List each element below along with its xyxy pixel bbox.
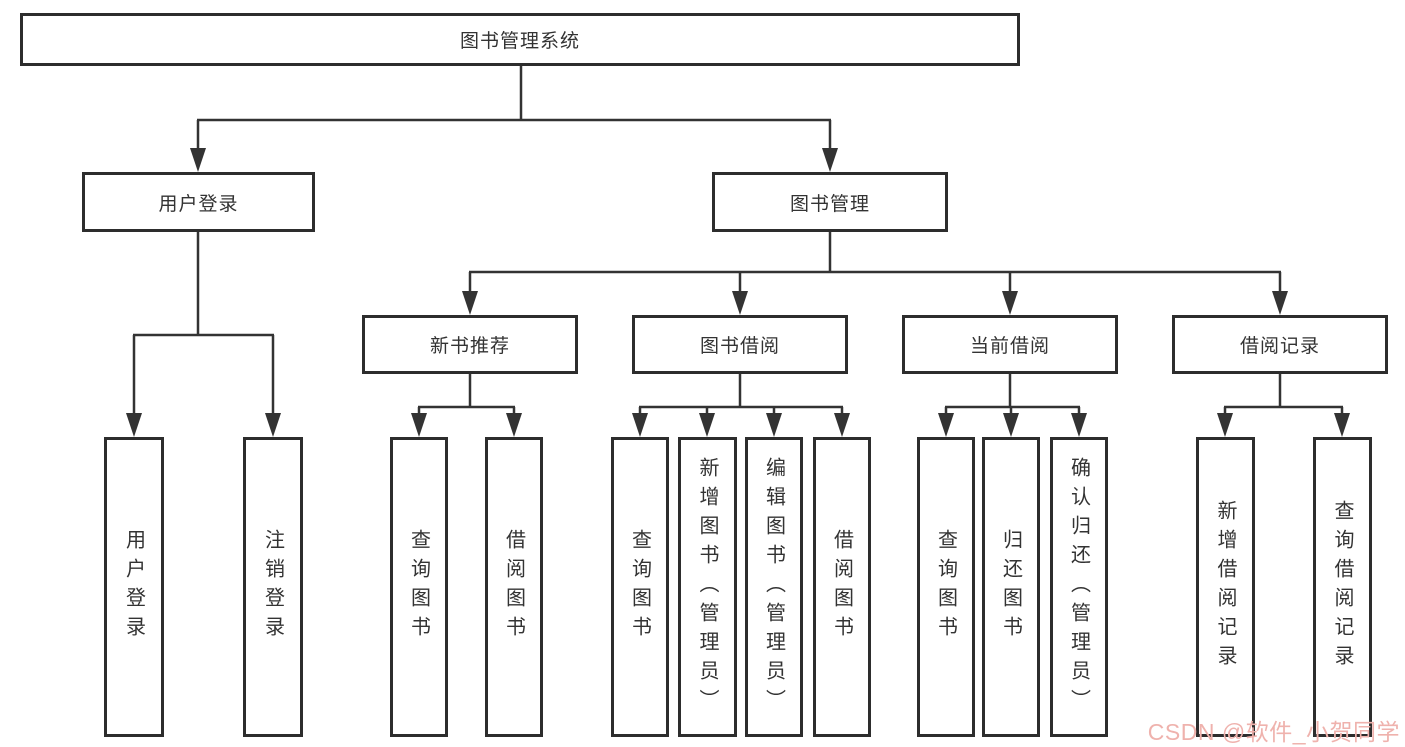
leaf-logout: 注销登录 (243, 437, 303, 737)
leaf-query-books-current: 查询图书 (917, 437, 975, 737)
branch-new-book-recommend: 新书推荐 (362, 315, 578, 374)
branch-current-borrow: 当前借阅 (902, 315, 1118, 374)
node-label: 查询图书 (628, 529, 651, 645)
node-label: 新增借阅记录 (1214, 500, 1236, 674)
connector-book-borrow-to-leaves (632, 374, 850, 437)
node-label: 新书推荐 (429, 336, 510, 357)
leaf-query-borrow-record: 查询借阅记录 (1313, 437, 1372, 737)
branch-book-borrow: 图书借阅 (632, 315, 848, 374)
leaf-confirm-return-admin: 确认归还（管理员） (1050, 437, 1108, 737)
leaf-return-books: 归还图书 (982, 437, 1040, 737)
connector-current-borrow-to-leaves (938, 374, 1087, 437)
branch-borrow-records: 借阅记录 (1172, 315, 1388, 374)
connector-user-login-to-leaves (126, 232, 281, 437)
node-label: 归还图书 (999, 529, 1022, 645)
branch-book-management: 图书管理 (712, 172, 948, 232)
connector-book-mgmt-to-level3 (462, 232, 1288, 315)
leaf-query-books-borrow: 查询图书 (611, 437, 669, 737)
leaf-borrow-books-recommend: 借阅图书 (485, 437, 543, 737)
node-label: 借阅记录 (1239, 336, 1320, 357)
node-label: 编辑图书（管理员） (762, 456, 785, 718)
node-label: 新增图书（管理员） (696, 456, 718, 718)
node-label: 查询图书 (934, 529, 957, 645)
node-label: 确认归还（管理员） (1067, 456, 1090, 718)
node-label: 用户登录 (122, 529, 145, 645)
node-root: 图书管理系统 (20, 13, 1020, 66)
leaf-edit-books-admin: 编辑图书（管理员） (745, 437, 803, 737)
connector-root-to-level2 (190, 66, 838, 172)
leaf-borrow-books: 借阅图书 (813, 437, 871, 737)
node-label: 借阅图书 (502, 529, 525, 645)
node-label: 查询借阅记录 (1331, 500, 1353, 674)
node-label: 图书管理 (789, 193, 870, 215)
node-label: 查询图书 (407, 529, 430, 645)
connector-borrow-records-to-leaves (1217, 374, 1350, 437)
leaf-add-books-admin: 新增图书（管理员） (678, 437, 737, 737)
node-label: 用户登录 (158, 193, 239, 215)
connector-new-book-recommend-to-leaves (411, 374, 522, 437)
leaf-query-books-recommend: 查询图书 (390, 437, 448, 737)
leaf-user-login: 用户登录 (104, 437, 164, 737)
node-label: 图书管理系统 (459, 31, 580, 52)
node-label: 图书借阅 (699, 336, 780, 357)
branch-user-login: 用户登录 (82, 172, 315, 232)
leaf-add-borrow-record: 新增借阅记录 (1196, 437, 1255, 737)
node-label: 注销登录 (261, 529, 284, 645)
node-label: 当前借阅 (969, 336, 1050, 357)
node-label: 借阅图书 (830, 529, 853, 645)
